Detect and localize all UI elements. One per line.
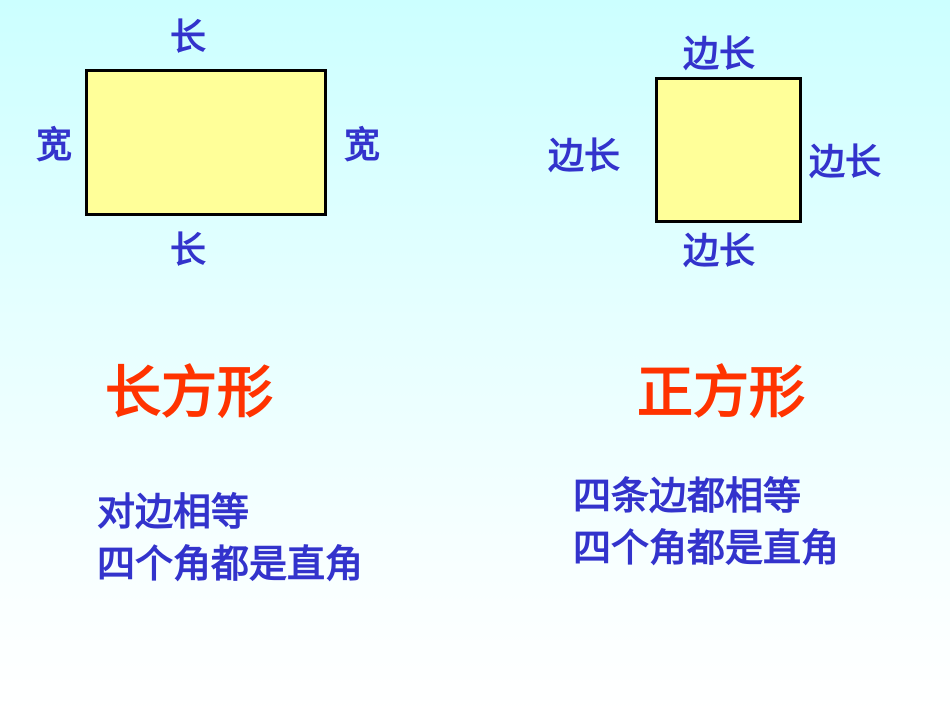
square-property-line: 四个角都是直角 <box>573 526 840 570</box>
rectangle-label-left: 宽 <box>36 125 73 166</box>
square-shape <box>655 77 802 223</box>
square-label-bottom: 边长 <box>683 231 756 272</box>
rectangle-property-line: 四个角都是直角 <box>97 542 364 586</box>
rectangle-property-line: 对边相等 <box>97 490 250 534</box>
square-property-line: 四条边都相等 <box>573 474 802 518</box>
rectangle-shape <box>85 69 327 216</box>
square-title: 正方形 <box>637 361 805 426</box>
square-label-right: 边长 <box>809 142 882 183</box>
square-properties: 四条边都相等 四个角都是直角 <box>573 470 839 574</box>
rectangle-title: 长方形 <box>105 361 273 426</box>
rectangle-label-bottom: 长 <box>170 230 207 271</box>
rectangle-properties: 对边相等 四个角都是直角 <box>97 486 363 590</box>
square-label-top: 边长 <box>683 34 756 75</box>
rectangle-label-right: 宽 <box>344 125 381 166</box>
square-label-left: 边长 <box>548 136 621 177</box>
rectangle-label-top: 长 <box>170 17 207 58</box>
